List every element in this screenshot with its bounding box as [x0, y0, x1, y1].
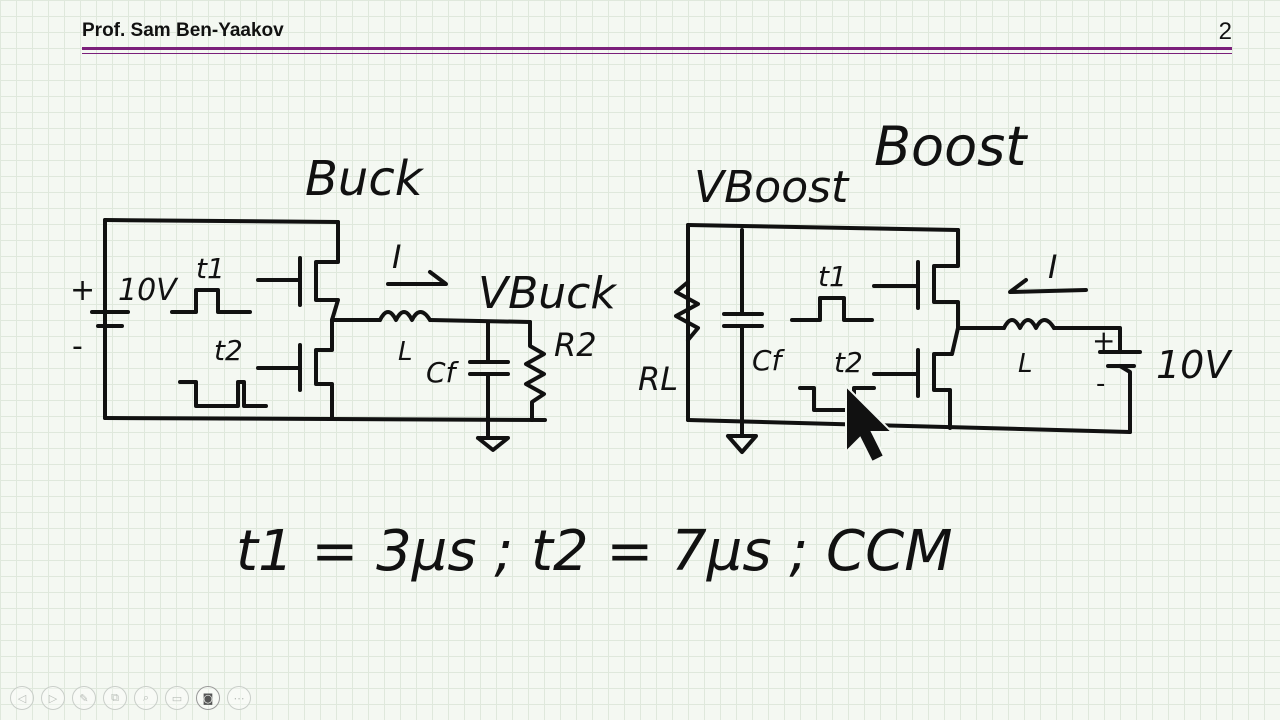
buck-vout-label: VBuck	[478, 268, 617, 319]
buck-source-plus: +	[70, 273, 95, 308]
presentation-toolbar: ◁ ▷ ✎ ⧉ ⌕ ▭ ◙ ⋯	[10, 686, 251, 712]
timing-equation: t1 = 3µs ; t2 = 7µs ; CCM	[236, 519, 953, 584]
page-number: 2	[1218, 18, 1232, 45]
buck-high-switch	[314, 220, 340, 322]
boost-source-wire	[1052, 326, 1122, 354]
boost-inductor	[1002, 318, 1056, 330]
buck-output-wire	[428, 318, 532, 324]
boost-inductor-label: L	[1018, 349, 1033, 379]
boost-ground-symbol	[726, 434, 758, 454]
boost-current-arrow	[1008, 278, 1088, 294]
header-rule-thin	[82, 53, 1232, 54]
boost-circuit: Boost VBoost RL Cf t1 t2 L I	[638, 115, 1233, 454]
previous-slide-icon[interactable]: ◁	[10, 686, 34, 710]
buck-source-label: 10V	[118, 273, 179, 308]
boost-source-plus: +	[1092, 324, 1115, 357]
buck-title: Buck	[305, 151, 425, 207]
boost-title: Boost	[874, 115, 1028, 178]
more-options-icon[interactable]: ⋯	[227, 686, 251, 710]
header-rule	[82, 47, 1232, 50]
buck-bottom-wire	[103, 416, 547, 422]
buck-load-label: R2	[554, 326, 597, 364]
boost-top-wire	[686, 223, 960, 232]
slides-grid-icon[interactable]: ⧉	[103, 686, 127, 710]
boost-t2-pulse	[798, 386, 876, 412]
buck-top-wire	[103, 218, 340, 224]
buck-current-arrow	[386, 270, 448, 286]
buck-inductor-label: L	[398, 337, 413, 367]
buck-low-switch	[314, 318, 334, 420]
boost-high-switch	[932, 228, 960, 330]
boost-load-label: RL	[638, 360, 678, 398]
pen-icon[interactable]: ✎	[72, 686, 96, 710]
boost-t1-label: t1	[818, 260, 847, 293]
buck-load-resistor	[524, 320, 546, 422]
buck-source-minus: -	[72, 329, 83, 364]
screen-icon[interactable]: ▭	[165, 686, 189, 710]
boost-source-minus: -	[1096, 369, 1105, 399]
next-slide-icon[interactable]: ▷	[41, 686, 65, 710]
buck-current-label: I	[392, 238, 401, 276]
buck-t1-label: t1	[196, 252, 225, 285]
boost-vout-label: VBoost	[694, 162, 850, 213]
boost-source-label: 10V	[1156, 343, 1233, 387]
boost-t1-pulse	[790, 296, 874, 322]
mouse-cursor-icon	[845, 383, 895, 464]
boost-cap-label: Cf	[752, 344, 786, 377]
buck-inductor	[378, 310, 432, 322]
buck-cap-label: Cf	[426, 356, 460, 389]
slide-header: Prof. Sam Ben-Yaakov 2	[82, 16, 1232, 56]
buck-t1-pulse	[170, 288, 252, 314]
boost-load-resistor	[674, 280, 700, 342]
buck-circuit: Buck + - 10V t1 t2 L I VBuck	[70, 151, 617, 452]
buck-ground-symbol	[476, 436, 510, 452]
buck-t2-label: t2	[214, 334, 243, 367]
camera-icon[interactable]: ◙	[196, 686, 220, 710]
author-name: Prof. Sam Ben-Yaakov	[82, 20, 284, 41]
boost-t2-label: t2	[834, 346, 863, 379]
boost-source-return	[1118, 364, 1132, 434]
boost-current-label: I	[1048, 248, 1057, 286]
zoom-icon[interactable]: ⌕	[134, 686, 158, 710]
buck-t2-pulse	[178, 380, 268, 408]
boost-low-switch	[932, 326, 960, 430]
boost-bottom-wire	[686, 418, 1132, 434]
